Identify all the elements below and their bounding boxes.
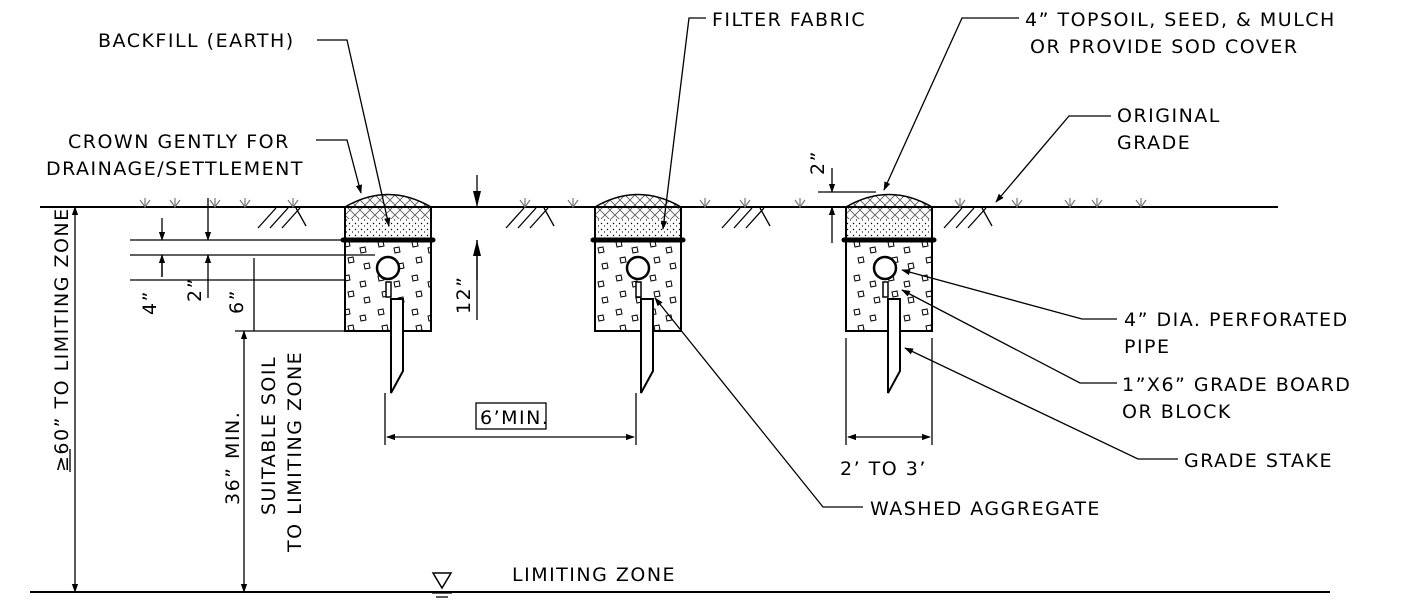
filter-fabric-label: FILTER FABRIC [712,9,866,31]
grade-board-label-line1: 1”X6” GRADE BOARD [1122,374,1351,396]
topsoil-label-line2: OR PROVIDE SOD COVER [1030,36,1299,58]
washed-aggregate-label: WASHED AGGREGATE [870,498,1101,520]
original-grade-label-line2: GRADE [1117,132,1191,154]
trench-3 [841,193,937,394]
dim-4-label: 4” [139,290,161,315]
leaders [316,17,1178,508]
pipe-label-line1: 4” DIA. PERFORATED [1124,309,1349,331]
limiting-zone-label: LIMITING ZONE [512,564,676,586]
width-dimension [845,338,933,445]
spacing-dimension [384,393,637,445]
crown-label-line2: DRAINAGE/SETTLEMENT [46,158,304,180]
crown-2-dimension [818,168,876,243]
soil-hatch [257,207,993,229]
pipe-label-line2: PIPE [1124,336,1171,358]
trench-1 [340,193,436,394]
spacing-label: 6’MIN. [480,407,549,429]
dim-2-left-label: 2” [184,277,206,302]
crown-label-line1: CROWN GENTLY FOR [68,131,290,153]
suitable-soil-dim-line3: TO LIMITING ZONE [284,351,306,553]
water-table-symbol [431,572,453,598]
topsoil-label-line1: 4” TOPSOIL, SEED, & MULCH [1025,9,1336,31]
grass-tufts [139,198,1147,209]
suitable-soil-dim-line2: SUITABLE SOIL [258,356,280,515]
trench-width-label: 2’ TO 3’ [840,458,927,480]
grade-board-label-line2: OR BLOCK [1122,401,1232,423]
dim-2-top-label: 2” [807,150,829,175]
to-limiting-zone-dim: ≥60” TO LIMITING ZONE [51,207,73,472]
grade-stake-label: GRADE STAKE [1184,450,1333,472]
dim-6-label: 6” [226,289,248,314]
suitable-soil-dim-line1: 36” MIN. [222,411,244,505]
backfill-label: BACKFILL (EARTH) [98,30,295,52]
original-grade-label-line1: ORIGINAL [1117,105,1221,127]
trench-2 [590,193,686,394]
dim-12-label: 12” [453,275,475,314]
left-dimensions [71,198,375,593]
